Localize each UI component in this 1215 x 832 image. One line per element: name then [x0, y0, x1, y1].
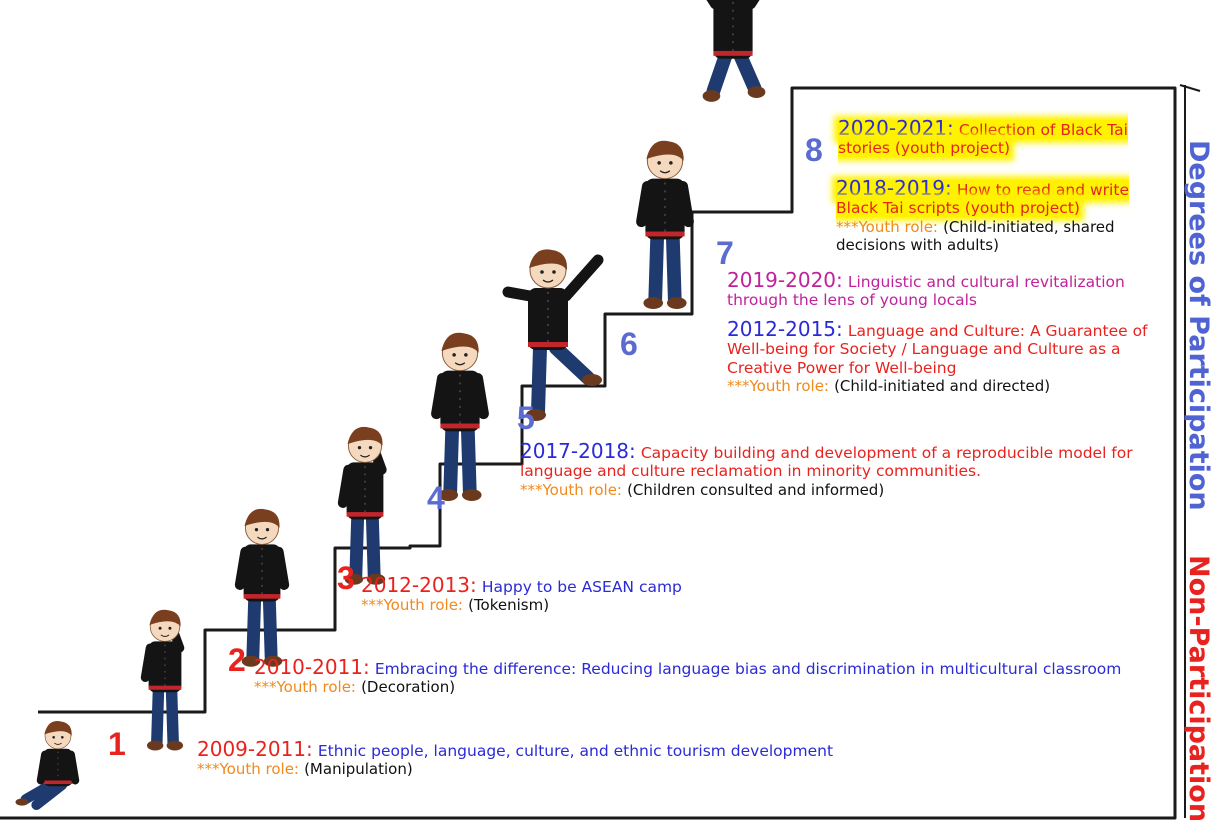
- step-7-role-label: ***Youth role:: [836, 217, 938, 236]
- step-number-3: 3: [337, 560, 355, 596]
- step-6-text: 2019-2020: Linguistic and cultural revit…: [727, 269, 1125, 310]
- step-5-title-line-2: language and culture reclamation in mino…: [520, 462, 982, 481]
- step-6-year-b: 2012-2015:: [727, 317, 843, 341]
- step-8-highlight: 2020-2021: Collection of Black Tai stori…: [838, 117, 1128, 158]
- step-3-text: 2012-2013: Happy to be ASEAN camp ***You…: [361, 574, 682, 614]
- boy-figure-3: [234, 508, 290, 667]
- step-6-role: (Child-initiated and directed): [834, 377, 1051, 396]
- step-5-title-line-1: Capacity building and development of a r…: [640, 444, 1133, 462]
- step-6-title-b-line-1: Language and Culture: A Guarantee of: [847, 322, 1148, 340]
- boy-figure-5: [431, 332, 489, 501]
- step-3-role-label: ***Youth role:: [361, 596, 463, 615]
- step-number-8: 8: [805, 132, 823, 168]
- step-6-title-b-line-3: Creative Power for Well-being: [727, 358, 957, 377]
- step-7-title-line-2: Black Tai scripts (youth project): [836, 199, 1080, 218]
- step-5-role-label: ***Youth role:: [520, 480, 622, 499]
- boy-figure-8: [702, 0, 766, 102]
- step-number-2: 2: [228, 642, 246, 678]
- step-3-role: (Tokenism): [468, 596, 550, 615]
- step-number-5: 5: [517, 400, 535, 436]
- label-non-participation: Non-Participation: [1183, 555, 1214, 823]
- step-number-7: 7: [716, 235, 734, 271]
- step-number-6: 6: [620, 326, 638, 362]
- boy-figure-7: [636, 140, 694, 309]
- step-5-year: 2017-2018:: [520, 439, 636, 463]
- boy-figure-2: [140, 609, 185, 751]
- step-7-role-line-2: decisions with adults): [836, 235, 999, 254]
- step-7-year: 2018-2019:: [836, 176, 952, 200]
- step-6-role-label: ***Youth role:: [727, 377, 829, 396]
- step-7-text: 2018-2019: How to read and write Black T…: [836, 177, 1129, 254]
- step-5-role: (Children consulted and informed): [627, 480, 885, 499]
- step-1-role-label: ***Youth role:: [197, 760, 299, 779]
- step-8-year: 2020-2021:: [838, 116, 954, 140]
- step-8-text: 2020-2021: Collection of Black Tai stori…: [838, 117, 1128, 158]
- step-number-4: 4: [427, 480, 445, 516]
- step-2-text: 2010-2011: Embracing the difference: Red…: [254, 656, 1121, 696]
- boy-figure-6: [502, 249, 604, 421]
- step-8-title-line-2: stories (youth project): [838, 139, 1011, 158]
- step-1-title: Ethnic people, language, culture, and et…: [317, 742, 834, 760]
- step-2-role: (Decoration): [361, 678, 456, 697]
- step-1-role: (Manipulation): [304, 760, 413, 779]
- step-6-text-b: 2012-2015: Language and Culture: A Guara…: [727, 318, 1148, 395]
- step-2-title: Embracing the difference: Reducing langu…: [374, 660, 1122, 678]
- step-7-title-line-1: How to read and write: [956, 181, 1129, 199]
- step-1-text: 2009-2011: Ethnic people, language, cult…: [197, 738, 833, 778]
- step-7-highlight: 2018-2019: How to read and write Black T…: [836, 177, 1129, 218]
- step-3-year: 2012-2013:: [361, 573, 477, 597]
- label-degrees-of-participation: Degrees of Participation: [1183, 140, 1214, 511]
- step-5-text: 2017-2018: Capacity building and develop…: [520, 440, 1133, 499]
- step-6-title-b-line-2: Well-being for Society / Language and Cu…: [727, 340, 1121, 359]
- step-8-title-line-1: Collection of Black Tai: [958, 121, 1128, 139]
- step-7-role-line-1: (Child-initiated, shared: [943, 217, 1115, 236]
- step-2-year: 2010-2011:: [254, 655, 370, 679]
- step-2-role-label: ***Youth role:: [254, 678, 356, 697]
- step-6-year-a: 2019-2020:: [727, 268, 843, 292]
- boy-figure-4: [337, 426, 387, 585]
- boy-figure-1: [15, 720, 80, 810]
- step-number-1: 1: [108, 726, 126, 762]
- step-1-year: 2009-2011:: [197, 737, 313, 761]
- step-3-title: Happy to be ASEAN camp: [481, 578, 682, 596]
- step-6-title-a-line-1: Linguistic and cultural revitalization: [847, 273, 1125, 291]
- step-6-title-a-line-2: through the lens of young locals: [727, 291, 977, 310]
